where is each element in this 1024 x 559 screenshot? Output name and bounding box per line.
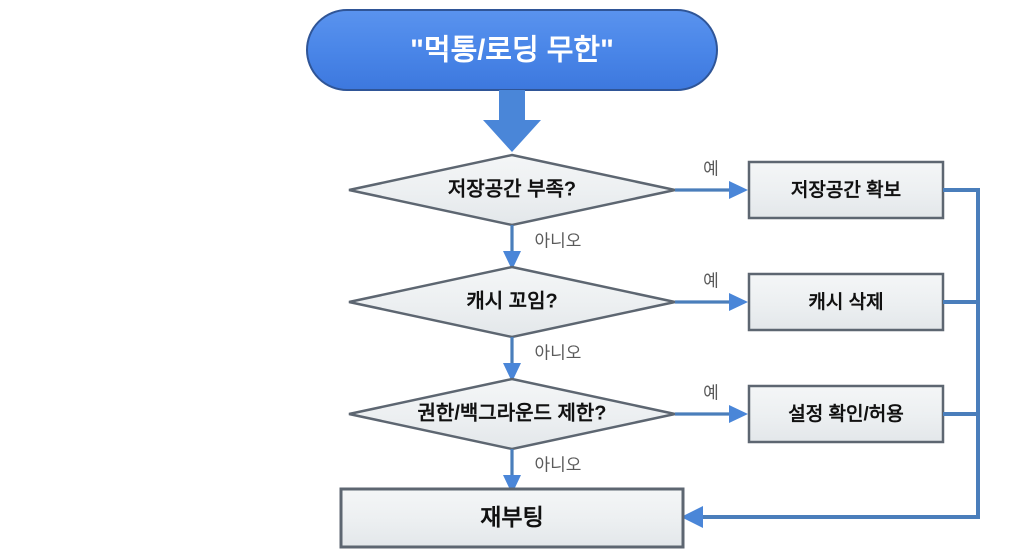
arrow-right-icon bbox=[729, 293, 748, 311]
arrow-right-icon bbox=[729, 181, 748, 199]
node-decision-1[interactable]: 저장공간 부족? bbox=[348, 153, 676, 227]
block-arrow-down-icon bbox=[483, 90, 541, 152]
edge-d1-no: 아니오 bbox=[503, 225, 581, 270]
edge-d2-no-label: 아니오 bbox=[535, 343, 582, 362]
arrow-left-icon bbox=[681, 506, 703, 528]
arrow-down-icon bbox=[503, 251, 521, 270]
action-3-label: 설정 확인/허용 bbox=[788, 402, 903, 425]
edge-d3-yes: 예 bbox=[675, 383, 748, 423]
decision-1-label: 저장공간 부족? bbox=[448, 177, 576, 200]
action-2-shape bbox=[747, 272, 945, 332]
start-label: "먹통/로딩 무한" bbox=[410, 34, 614, 67]
terminal-shape bbox=[339, 487, 685, 549]
node-decision-2[interactable]: 캐시 꼬임? bbox=[348, 265, 676, 339]
edge-d1-no-label: 아니오 bbox=[535, 231, 582, 250]
node-decision-3[interactable]: 권한/백그라운드 제한? bbox=[348, 377, 676, 451]
edge-d3-no-label: 아니오 bbox=[535, 455, 582, 474]
edge-d3-no: 아니오 bbox=[503, 449, 581, 494]
terminal-label: 재부팅 bbox=[480, 504, 543, 530]
edge-d1-yes-label: 예 bbox=[703, 159, 719, 178]
arrow-right-icon bbox=[729, 405, 748, 423]
decision-2-label: 캐시 꼬임? bbox=[466, 289, 557, 312]
action-1-shape bbox=[747, 160, 945, 220]
action-2-label: 캐시 삭제 bbox=[808, 291, 883, 313]
action-1-label: 저장공간 확보 bbox=[791, 178, 901, 201]
node-action-3[interactable]: 설정 확인/허용 bbox=[747, 384, 945, 444]
node-action-1[interactable]: 저장공간 확보 bbox=[747, 160, 945, 220]
node-terminal[interactable]: 재부팅 bbox=[339, 487, 685, 549]
edge-d2-yes-label: 예 bbox=[703, 271, 719, 290]
decision-3-label: 권한/백그라운드 제한? bbox=[418, 401, 607, 424]
edge-d2-yes: 예 bbox=[675, 271, 748, 311]
edge-start-to-d1 bbox=[483, 90, 541, 152]
return-bus-line-1 bbox=[699, 188, 980, 519]
edge-d1-yes: 예 bbox=[675, 159, 748, 199]
node-action-2[interactable]: 캐시 삭제 bbox=[747, 272, 945, 332]
arrow-down-icon bbox=[503, 363, 521, 382]
edge-actions-to-terminal bbox=[681, 188, 980, 528]
action-3-shape bbox=[747, 384, 945, 444]
node-start[interactable]: "먹통/로딩 무한" bbox=[306, 9, 718, 91]
edge-d3-yes-label: 예 bbox=[703, 383, 719, 402]
arrow-down-icon bbox=[503, 475, 521, 494]
edge-d2-no: 아니오 bbox=[503, 337, 581, 382]
